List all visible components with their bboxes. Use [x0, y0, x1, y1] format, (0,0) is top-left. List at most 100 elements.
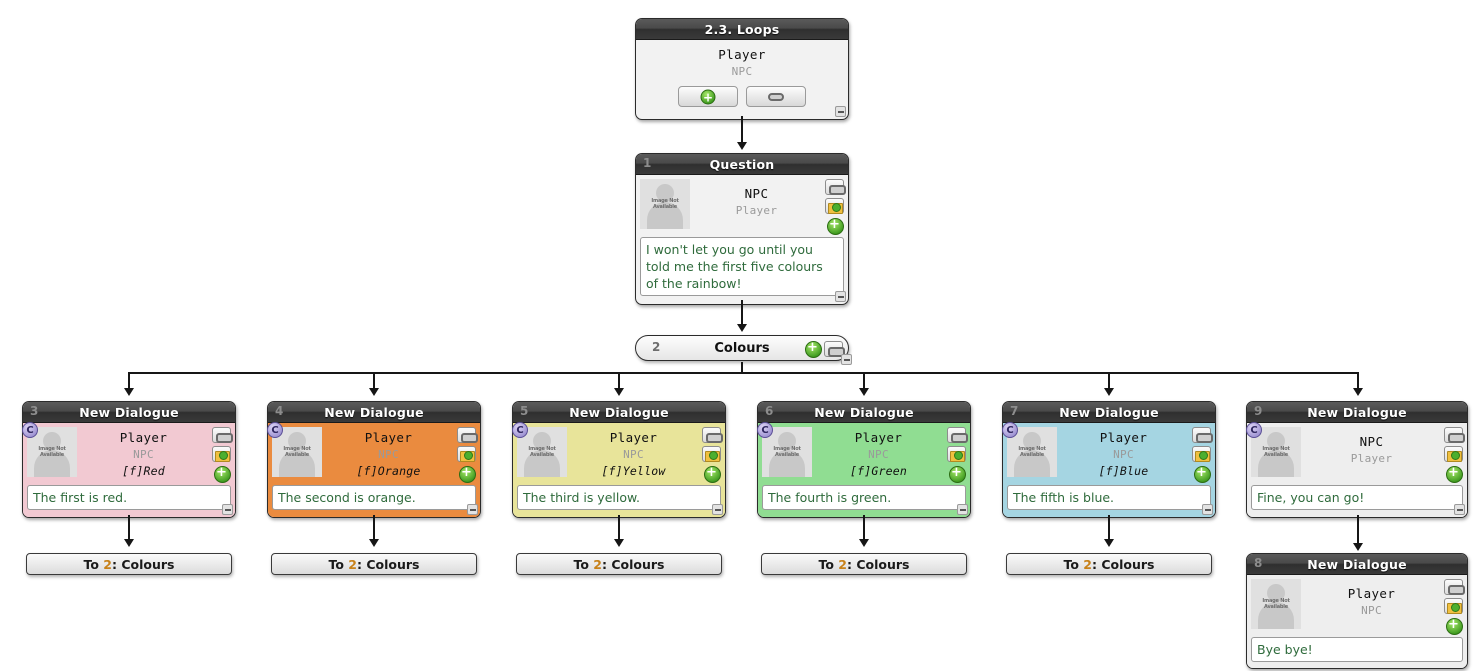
resize-grip[interactable] [222, 504, 233, 515]
start-node-title: 2.3. Loops [704, 22, 780, 37]
link-node-button[interactable] [746, 86, 806, 107]
condition-badge[interactable]: C [512, 422, 528, 438]
green-plus-icon[interactable] [212, 465, 231, 483]
resize-grip[interactable] [841, 354, 852, 365]
avatar: Image Not Available [517, 427, 567, 477]
question-node[interactable]: 1 Question Image Not Available NPC Playe… [635, 153, 849, 305]
avatar-silhouette-body [1258, 450, 1294, 477]
dialogue-node-text[interactable]: The fifth is blue. [1007, 485, 1211, 510]
condition-badge[interactable]: C [1002, 422, 1018, 438]
link-icon[interactable] [212, 427, 233, 443]
avatar-placeholder-label: Image Not Available [651, 198, 679, 210]
condition-badge[interactable]: C [267, 422, 283, 438]
folder-add-icon[interactable] [1444, 598, 1463, 614]
resize-grip[interactable] [1454, 504, 1465, 515]
dialogue-node-footer [1003, 504, 1215, 517]
question-node-text[interactable]: I won't let you go until you told me the… [640, 237, 844, 296]
connector-arrow [1353, 543, 1363, 551]
reference-suffix: : Colours [1092, 557, 1155, 572]
green-plus-icon[interactable] [1444, 465, 1463, 483]
dialogue-node-text[interactable]: Fine, you can go! [1251, 485, 1463, 510]
reference-button-to-2[interactable]: To 2: Colours [26, 553, 232, 575]
final-dialogue-node[interactable]: 8 New Dialogue Image Not Available Playe… [1246, 553, 1468, 669]
reference-button-to-2[interactable]: To 2: Colours [761, 553, 967, 575]
dialogue-node-title: New Dialogue [79, 405, 179, 420]
reference-suffix: : Colours [847, 557, 910, 572]
dialogue-node-text[interactable]: The second is orange. [272, 485, 476, 510]
reference-suffix: : Colours [112, 557, 175, 572]
start-node[interactable]: 2.3. Loops Player NPC + [635, 18, 849, 120]
condition-badge[interactable]: C [1246, 422, 1262, 438]
reference-button-to-2[interactable]: To 2: Colours [271, 553, 477, 575]
group-node[interactable]: 2 Colours [635, 335, 852, 365]
dialogue-node-text[interactable]: The third is yellow. [517, 485, 721, 510]
dialogue-node-text[interactable]: The fourth is green. [762, 485, 966, 510]
dialogue-node-speaker: Player [119, 430, 168, 445]
link-icon[interactable] [702, 427, 723, 443]
connector-arrow [737, 142, 747, 150]
connector-line [863, 372, 865, 390]
question-node-listener: Player [735, 204, 778, 217]
dialogue-node-listener: NPC [868, 448, 889, 461]
folder-add-icon[interactable] [1192, 446, 1211, 462]
condition-badge[interactable]: C [757, 422, 773, 438]
green-plus-icon[interactable] [803, 340, 822, 358]
resize-grip[interactable] [957, 504, 968, 515]
reference-number: 2 [348, 557, 357, 572]
resize-grip[interactable] [467, 504, 478, 515]
connector-arrow [369, 388, 379, 396]
connector-line [1108, 515, 1110, 541]
folder-add-icon[interactable] [947, 446, 966, 462]
resize-grip[interactable] [835, 291, 846, 302]
folder-add-icon[interactable] [212, 446, 231, 462]
link-icon[interactable] [1444, 579, 1465, 595]
dialogue-node-icon-column [1444, 427, 1465, 483]
link-icon[interactable] [457, 427, 478, 443]
dialogue-node-text[interactable]: The first is red. [27, 485, 231, 510]
green-plus-icon[interactable] [947, 465, 966, 483]
connector-line [128, 372, 130, 390]
link-icon[interactable] [825, 179, 846, 195]
question-node-speaker: NPC [744, 186, 769, 201]
add-child-button[interactable]: + [678, 86, 738, 107]
condition-badge[interactable]: C [22, 422, 38, 438]
avatar-placeholder-label: Image Not Available [283, 446, 311, 458]
dialogue-node-speaker: Player [609, 430, 658, 445]
green-plus-icon[interactable] [457, 465, 476, 483]
dialogue-node-flag: [f]Blue [1098, 464, 1149, 478]
link-icon[interactable] [947, 427, 968, 443]
reference-button-to-2[interactable]: To 2: Colours [516, 553, 722, 575]
folder-add-icon[interactable] [457, 446, 476, 462]
folder-add-icon[interactable] [1444, 446, 1463, 462]
resize-grip[interactable] [835, 106, 846, 117]
resize-grip[interactable] [1202, 504, 1213, 515]
folder-add-icon[interactable] [825, 198, 844, 214]
link-icon[interactable] [1444, 427, 1465, 443]
reference-prefix: To [1063, 557, 1084, 572]
connector-bus [129, 372, 1358, 374]
link-icon[interactable] [1192, 427, 1213, 443]
green-plus-icon[interactable] [1192, 465, 1211, 483]
folder-add-icon[interactable] [702, 446, 721, 462]
connector-arrow [124, 539, 134, 547]
resize-grip[interactable] [712, 504, 723, 515]
avatar-placeholder-label: Image Not Available [38, 446, 66, 458]
green-plus-icon[interactable] [825, 217, 844, 235]
green-plus-icon[interactable] [1444, 617, 1463, 635]
link-icon[interactable] [824, 341, 845, 357]
connector-arrow [1104, 388, 1114, 396]
connector-line [373, 372, 375, 390]
reference-button-to-2[interactable]: To 2: Colours [1006, 553, 1212, 575]
connector-arrow [859, 388, 869, 396]
final-node-text[interactable]: Bye bye! [1251, 637, 1463, 662]
green-plus-icon[interactable] [702, 465, 721, 483]
